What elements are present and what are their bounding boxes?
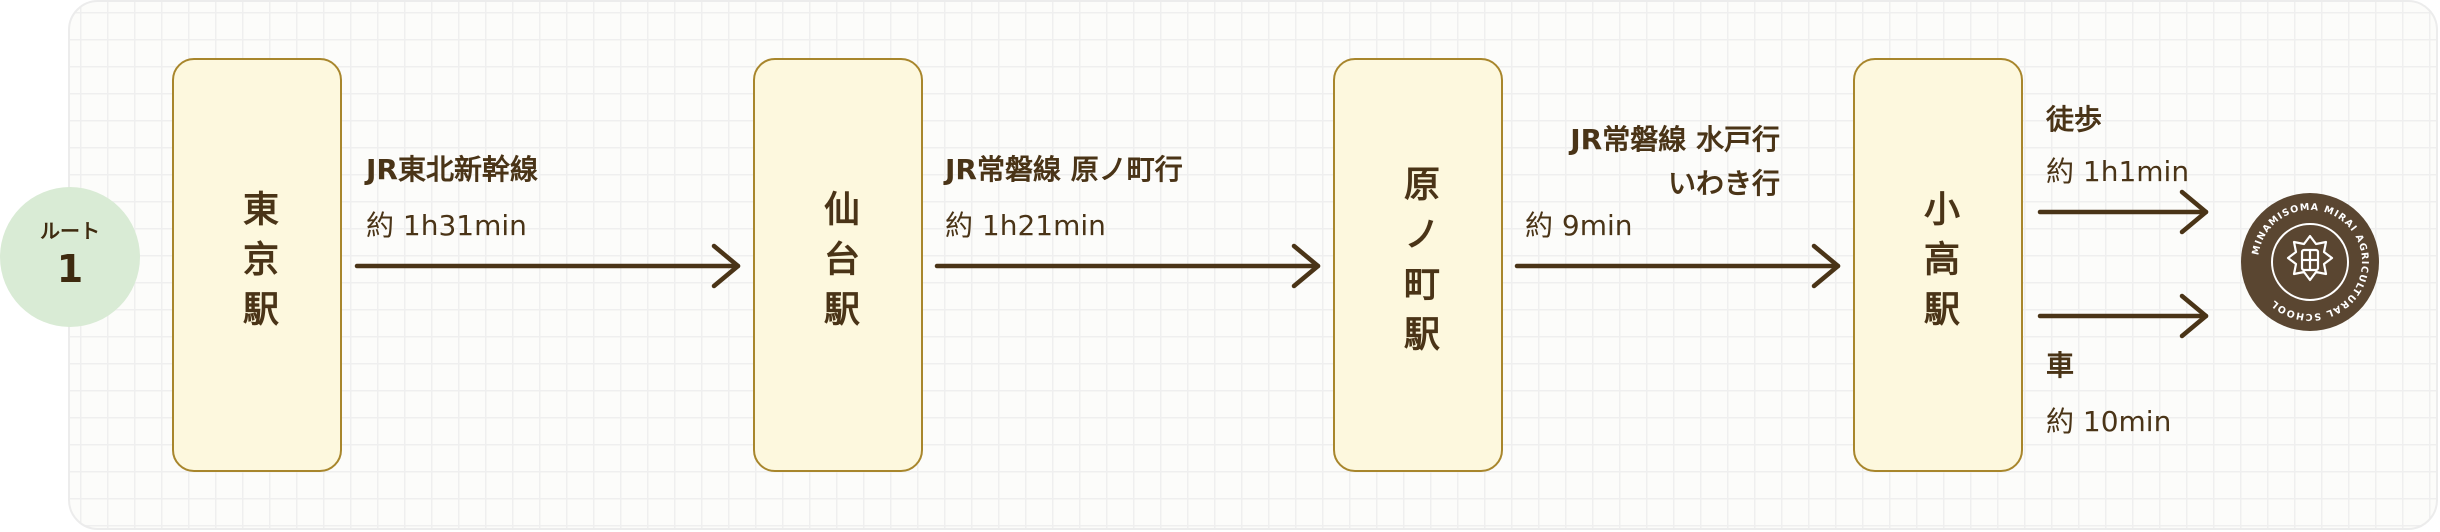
- segment-2-duration: 約 1h21min: [945, 209, 1106, 242]
- walk-duration: 約 1h1min: [2046, 155, 2190, 188]
- arrow-car: [2037, 293, 2209, 339]
- car-mode: 車: [2046, 349, 2075, 382]
- segment-1-duration: 約 1h31min: [366, 209, 527, 242]
- route-number: 1: [56, 247, 84, 292]
- station-haranomachi: 原ノ町駅: [1333, 58, 1503, 472]
- route-badge: ルート 1: [0, 187, 140, 327]
- station-name: 小高駅: [1918, 190, 1959, 340]
- station-name: 東京駅: [237, 190, 278, 340]
- station-name: 原ノ町駅: [1398, 165, 1439, 365]
- arrow-haranomachi-odaka: [1514, 243, 1841, 289]
- route-label: ルート: [40, 219, 100, 244]
- school-emblem-icon: MINAMISOMA MIRAI AGRICULTURAL SCHOOL: [2241, 193, 2379, 331]
- segment-2-line: JR常磐線 原ノ町行: [945, 153, 1183, 186]
- station-tokyo: 東京駅: [172, 58, 342, 472]
- station-odaka: 小高駅: [1853, 58, 2023, 472]
- segment-1-line: JR東北新幹線: [366, 153, 538, 186]
- station-name: 仙台駅: [818, 190, 859, 340]
- arrow-tokyo-sendai: [354, 243, 741, 289]
- segment-3-line-2: いわき行: [1667, 167, 1780, 200]
- arrow-sendai-haranomachi: [934, 243, 1321, 289]
- arrow-walk: [2037, 189, 2209, 235]
- car-duration: 約 10min: [2046, 405, 2172, 438]
- walk-mode: 徒歩: [2046, 103, 2103, 136]
- segment-3-line-1: JR常磐線 水戸行: [1570, 123, 1780, 156]
- segment-3-duration: 約 9min: [1525, 209, 1633, 242]
- station-sendai: 仙台駅: [753, 58, 923, 472]
